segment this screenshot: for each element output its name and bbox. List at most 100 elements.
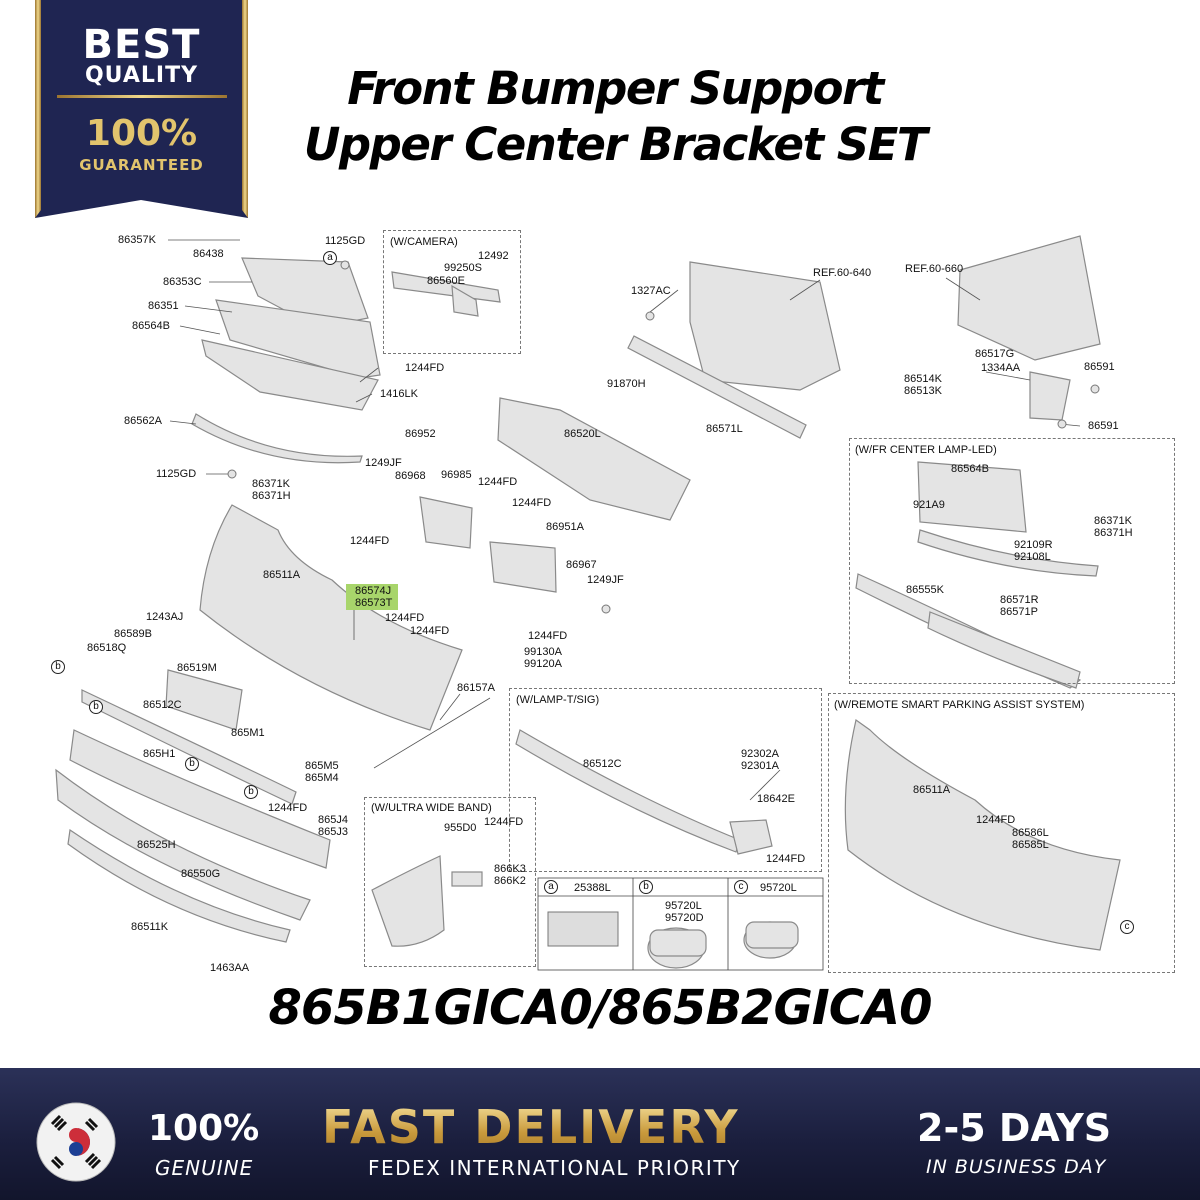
part-label: 1244FD xyxy=(405,362,445,374)
part-label: 86438 xyxy=(193,248,224,260)
ref-marker-b: b xyxy=(185,757,199,771)
section-camera-box xyxy=(383,230,521,354)
upper-strip xyxy=(191,413,363,464)
camera-bracket xyxy=(451,284,479,317)
part-label: 1416LK xyxy=(380,388,418,400)
part-label: 865J3 xyxy=(318,826,348,838)
part-label: 99130A xyxy=(524,646,562,658)
page-title-line2: Upper Center Bracket SET xyxy=(303,118,928,171)
parts-diagram xyxy=(55,235,1121,971)
part-label: 86571L xyxy=(706,423,743,435)
legend-a-marker: a xyxy=(544,880,558,894)
part-label: 99120A xyxy=(524,658,562,670)
part-label: 86518Q xyxy=(87,642,127,654)
genuine-label: GENUINE xyxy=(155,1156,254,1180)
part-label: 1244FD xyxy=(766,853,806,865)
part-label: 1244FD xyxy=(484,816,524,828)
part-label: 86571P xyxy=(1000,606,1038,618)
sensor-95720L-c xyxy=(743,921,799,959)
section-remote-parking-title: (W/REMOTE SMART PARKING ASSIST SYSTEM) xyxy=(834,699,1085,711)
part-label: 86371H xyxy=(1094,527,1133,539)
part-label: REF.60-660 xyxy=(905,263,964,275)
best-quality-badge xyxy=(35,0,248,218)
part-label: 86967 xyxy=(566,559,597,571)
bracket-86952 xyxy=(419,496,473,549)
part-label: 1463AA xyxy=(210,962,250,974)
part-label: 86157A xyxy=(457,682,495,694)
part-label: 86371H xyxy=(252,490,291,502)
part-label: 1243AJ xyxy=(146,611,184,623)
part-label: 921A9 xyxy=(913,499,945,511)
tsig-molding xyxy=(515,729,741,853)
sensor-95720L xyxy=(647,927,707,969)
section-lamp-led-box xyxy=(849,438,1175,684)
section-camera-title: (W/CAMERA) xyxy=(390,236,458,248)
camera-molding xyxy=(391,271,501,303)
part-label: 86371K xyxy=(1094,515,1132,527)
part-label: 1327AC xyxy=(631,285,671,297)
part-label: 86564B xyxy=(951,463,989,475)
energy-absorber xyxy=(497,397,691,521)
part-label: 86952 xyxy=(405,428,436,440)
part-label: 12492 xyxy=(478,250,509,262)
part-label: 1249JF xyxy=(365,457,402,469)
part-label: 92302A xyxy=(741,748,779,760)
part-label: 1334AA xyxy=(981,362,1021,374)
molding-86511K xyxy=(67,828,291,943)
part-label: 92108L xyxy=(1014,551,1051,563)
part-label: 86968 xyxy=(395,470,426,482)
part-label: 1244FD xyxy=(410,625,450,637)
part-label: 1125GD xyxy=(325,235,366,247)
part-label: 865M1 xyxy=(231,727,265,739)
uwb-module xyxy=(451,871,483,887)
part-label: 1125GD xyxy=(156,468,197,480)
fender-ref xyxy=(957,235,1101,361)
upper-grille-part xyxy=(215,299,381,379)
led-skid xyxy=(927,611,1081,689)
section-remote-parking-box xyxy=(828,693,1175,973)
skid-86525H xyxy=(55,768,311,921)
page-title-line1: Front Bumper Support xyxy=(347,62,884,115)
led-lamp-strip xyxy=(917,529,1099,577)
legend-a-part: 25388L xyxy=(574,882,611,894)
lower-molding-86512C xyxy=(81,689,297,805)
rspa-bumper xyxy=(844,718,1121,951)
part-label: 865M4 xyxy=(305,772,339,784)
part-label: 1244FD xyxy=(512,497,552,509)
part-label: 99250S xyxy=(444,262,482,274)
badge-guaranteed: GUARANTEED xyxy=(79,156,204,174)
legend-b-part2: 95720D xyxy=(665,912,704,924)
section-lamp-led-title: (W/FR CENTER LAMP-LED) xyxy=(855,444,997,456)
part-label: 1244FD xyxy=(350,535,390,547)
part-label: 865M5 xyxy=(305,760,339,772)
part-label: 1249JF xyxy=(587,574,624,586)
part-numbers: 865B1GICA0/865B2GICA0 xyxy=(268,980,933,1036)
part-label: 86555K xyxy=(906,584,944,596)
part-label: 92301A xyxy=(741,760,779,772)
delivery-banner: 100% GENUINE FAST DELIVERY FEDEX INTERNA… xyxy=(0,1068,1200,1200)
grille-865H1 xyxy=(69,729,331,869)
part-label: 86353C xyxy=(163,276,202,288)
part-label: 1244FD xyxy=(385,612,425,624)
part-label: 1244FD xyxy=(268,802,308,814)
radiator-support xyxy=(689,261,841,391)
part-label: 91870H xyxy=(607,378,646,390)
highlighted-part-box xyxy=(346,584,398,610)
part-label: 86511K xyxy=(131,921,169,933)
part-label: 86951A xyxy=(546,521,584,533)
part-label: 86573T xyxy=(355,597,393,609)
part-label: 86591 xyxy=(1084,361,1115,373)
legend-b-marker: b xyxy=(639,880,653,894)
cover-86519M xyxy=(165,669,243,731)
genuine-percent: 100% xyxy=(148,1108,260,1149)
part-label: 86560E xyxy=(427,275,465,287)
part-label: 86513K xyxy=(904,385,942,397)
ref-marker-c: c xyxy=(1120,920,1134,934)
part-label: 86512C xyxy=(143,699,182,711)
part-label: 1244FD xyxy=(976,814,1016,826)
part-label: 96985 xyxy=(441,469,472,481)
ref-marker-b: b xyxy=(244,785,258,799)
side-bracket xyxy=(1029,371,1071,421)
korea-flag-icon xyxy=(36,1102,116,1182)
ref-marker-b: b xyxy=(51,660,65,674)
